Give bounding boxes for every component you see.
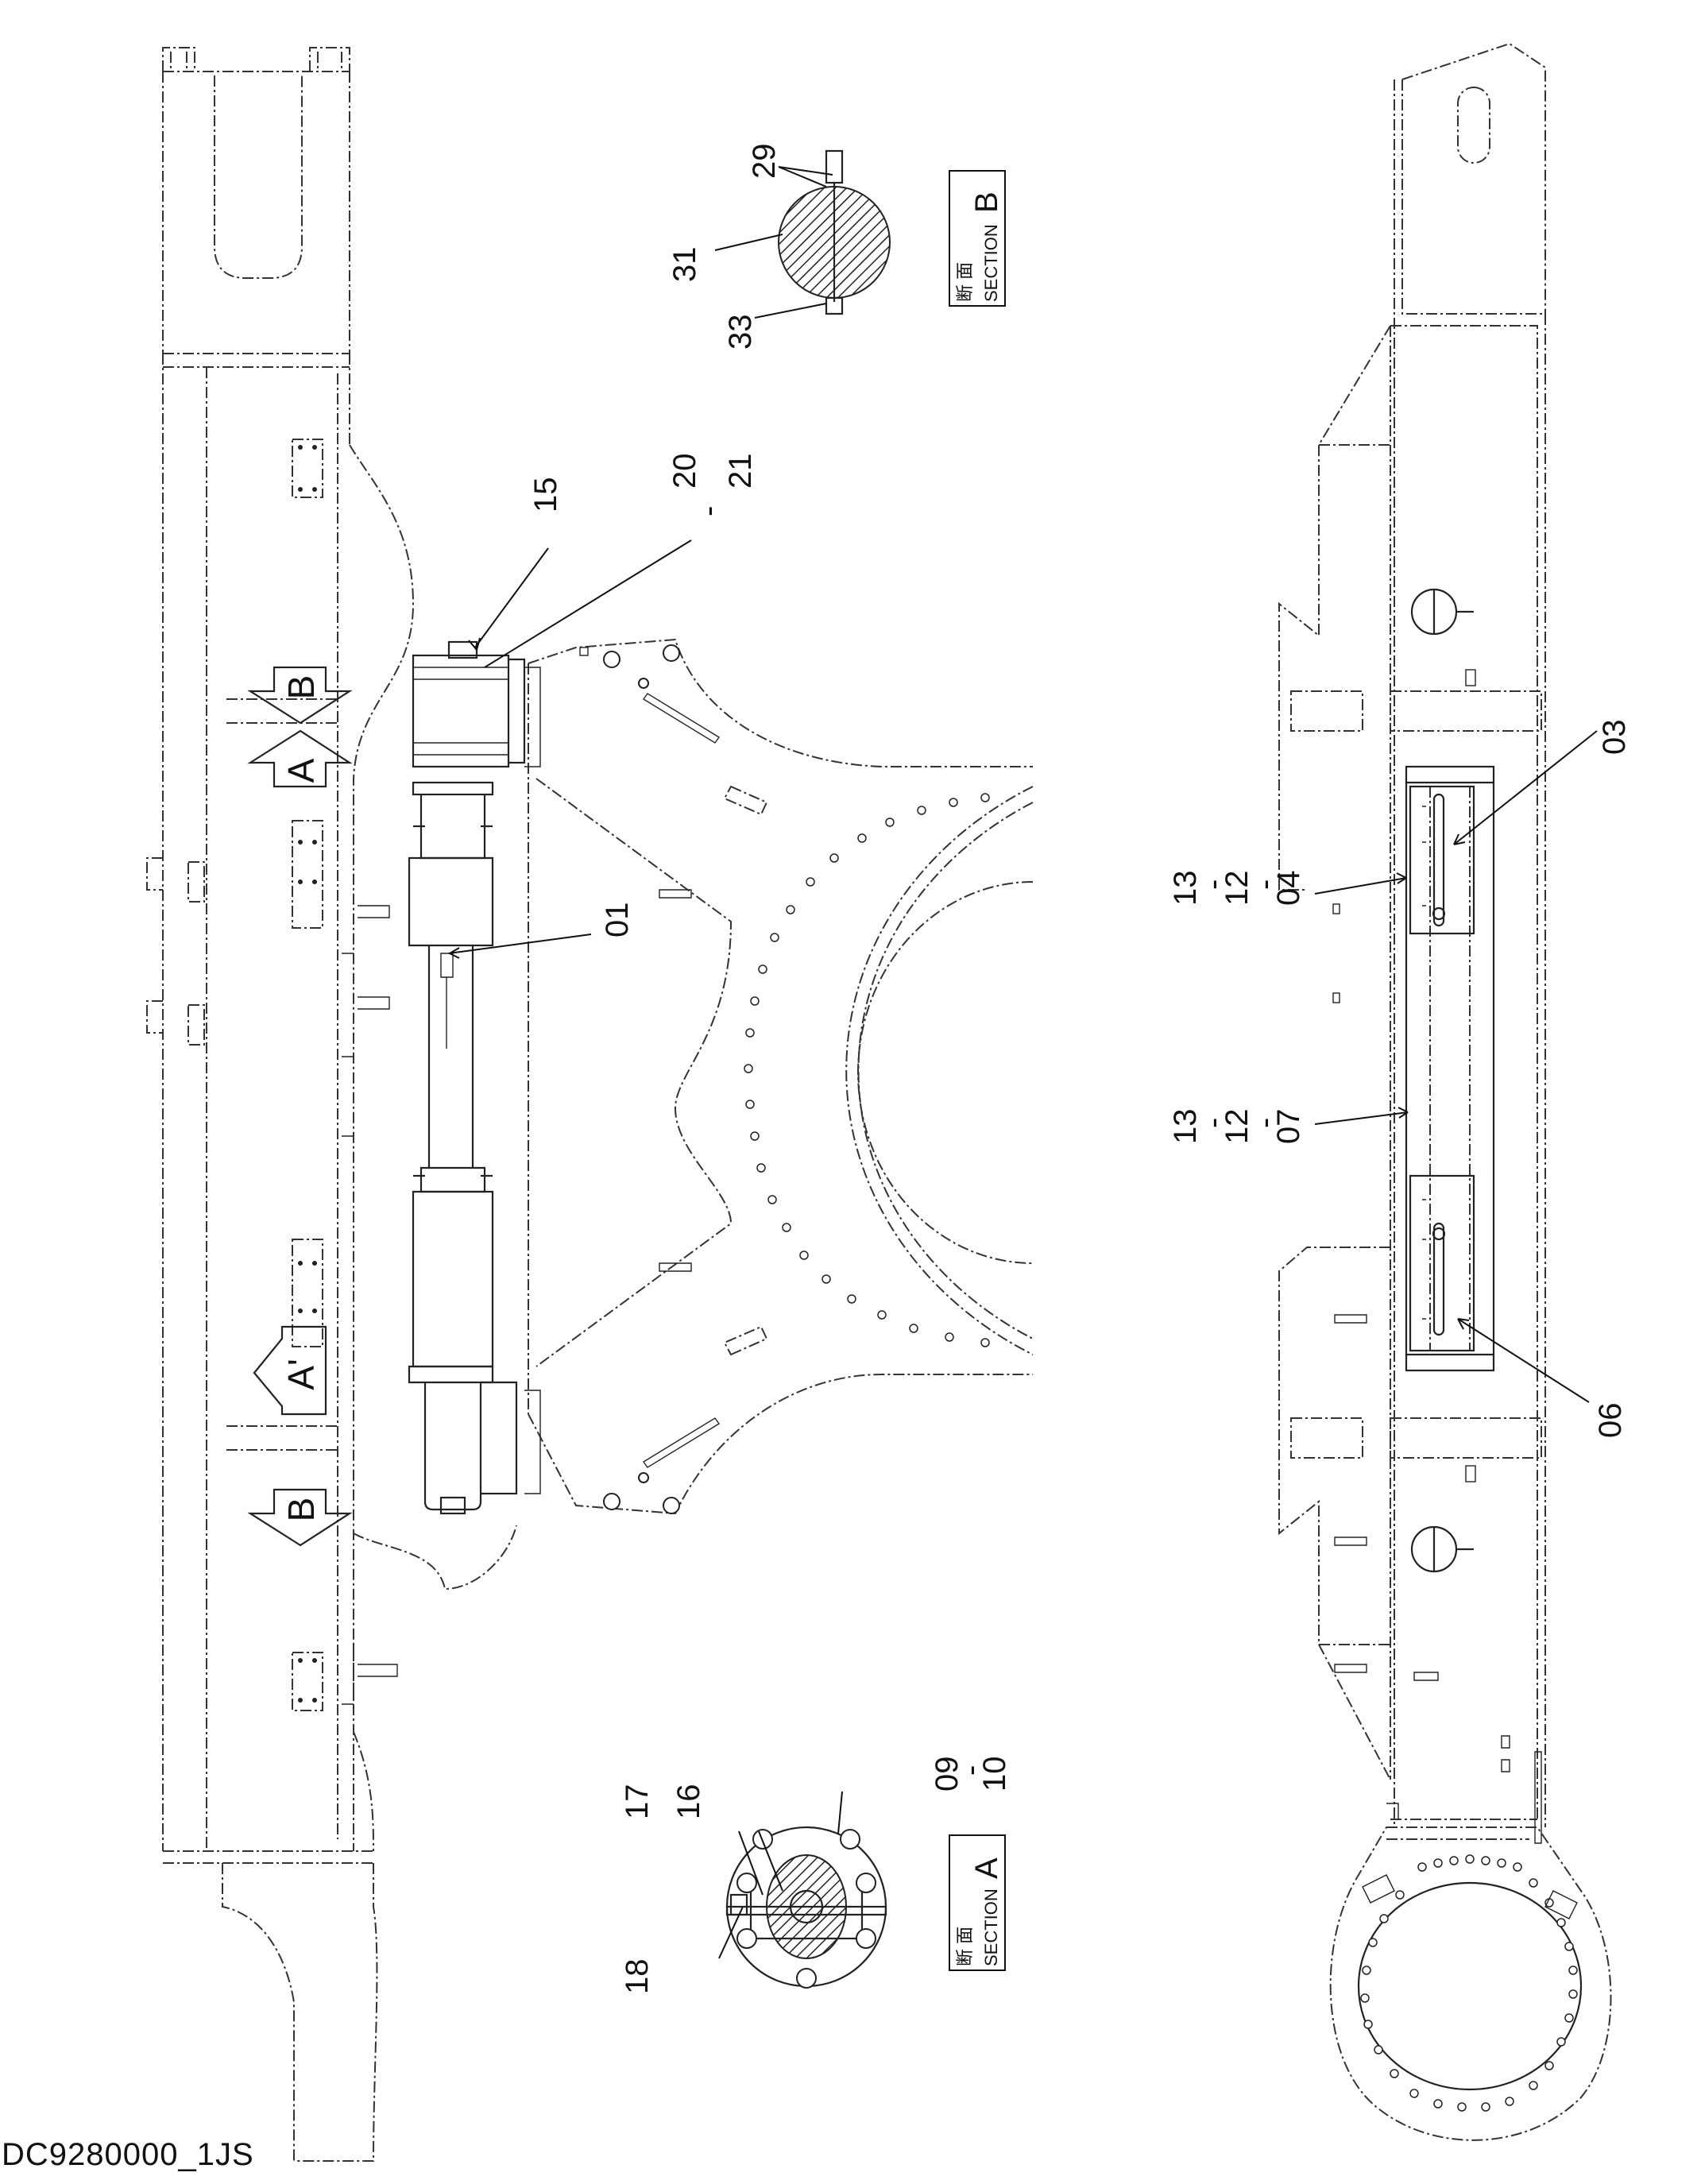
view-marker-b-top: B [280,675,322,700]
part-label-09-10-dash: - [953,1765,988,1776]
part-label-12-a: 12 [1220,871,1254,906]
part-label-13-a: 13 [1168,871,1203,906]
section-a-label-box [949,1834,1006,1971]
section-b-kanji: 断 面 [955,262,975,302]
part-label-06: 06 [1593,1403,1628,1439]
section-b-view [714,149,1006,319]
part-label-04: 04 [1271,871,1306,906]
part-label-18: 18 [620,1959,655,1995]
part-label-20: 20 [667,454,702,489]
section-a-word: SECTION [981,1888,1001,1966]
part-label-29: 29 [747,144,782,180]
part-labels: 15 20 - 21 01 29 31 33 03 13 12 04 - - 1… [528,144,1632,1995]
part-label-01: 01 [600,903,635,938]
view-arrows: B A A' B [247,666,353,1547]
section-b-label-box [949,170,1006,307]
part-label-31: 31 [667,247,702,283]
section-a-letter: A [969,1857,1004,1879]
section-a-view [718,1791,1006,1989]
part-label-dash-b1: - [1196,1118,1231,1128]
part-label-15: 15 [528,477,563,513]
part-label-dash-a1: - [1196,879,1231,890]
part-label-13-b: 13 [1168,1109,1203,1145]
section-b-letter: B [969,191,1004,213]
section-a-kanji: 断 面 [955,1927,975,1966]
turntable-frame [524,638,1034,1515]
part-label-07: 07 [1271,1109,1306,1145]
part-label-21: 21 [723,454,758,489]
section-b-word: SECTION [981,224,1001,302]
right-frame [1278,42,1612,2141]
part-label-dash-a2: - [1247,879,1282,890]
view-marker-a-top: A [280,758,322,783]
part-label-dash-b2: - [1247,1118,1282,1128]
cylinder-assembly [408,640,526,1515]
right-leaders [1314,730,1598,1403]
view-marker-a-prime: A' [280,1359,322,1390]
part-label-09: 09 [930,1757,965,1792]
part-label-16: 16 [671,1784,706,1820]
drawing-code: DC9280000_1JS [2,2137,254,2172]
part-label-17: 17 [620,1784,655,1820]
part-label-03: 03 [1597,720,1632,756]
left-frame [146,47,517,2162]
part-label-33: 33 [723,315,758,350]
part-label-20-21-dash: - [691,506,726,516]
part-label-12-b: 12 [1220,1109,1254,1145]
center-leaders [448,539,692,959]
part-label-10: 10 [977,1757,1012,1792]
view-marker-b-bottom: B [280,1498,322,1522]
